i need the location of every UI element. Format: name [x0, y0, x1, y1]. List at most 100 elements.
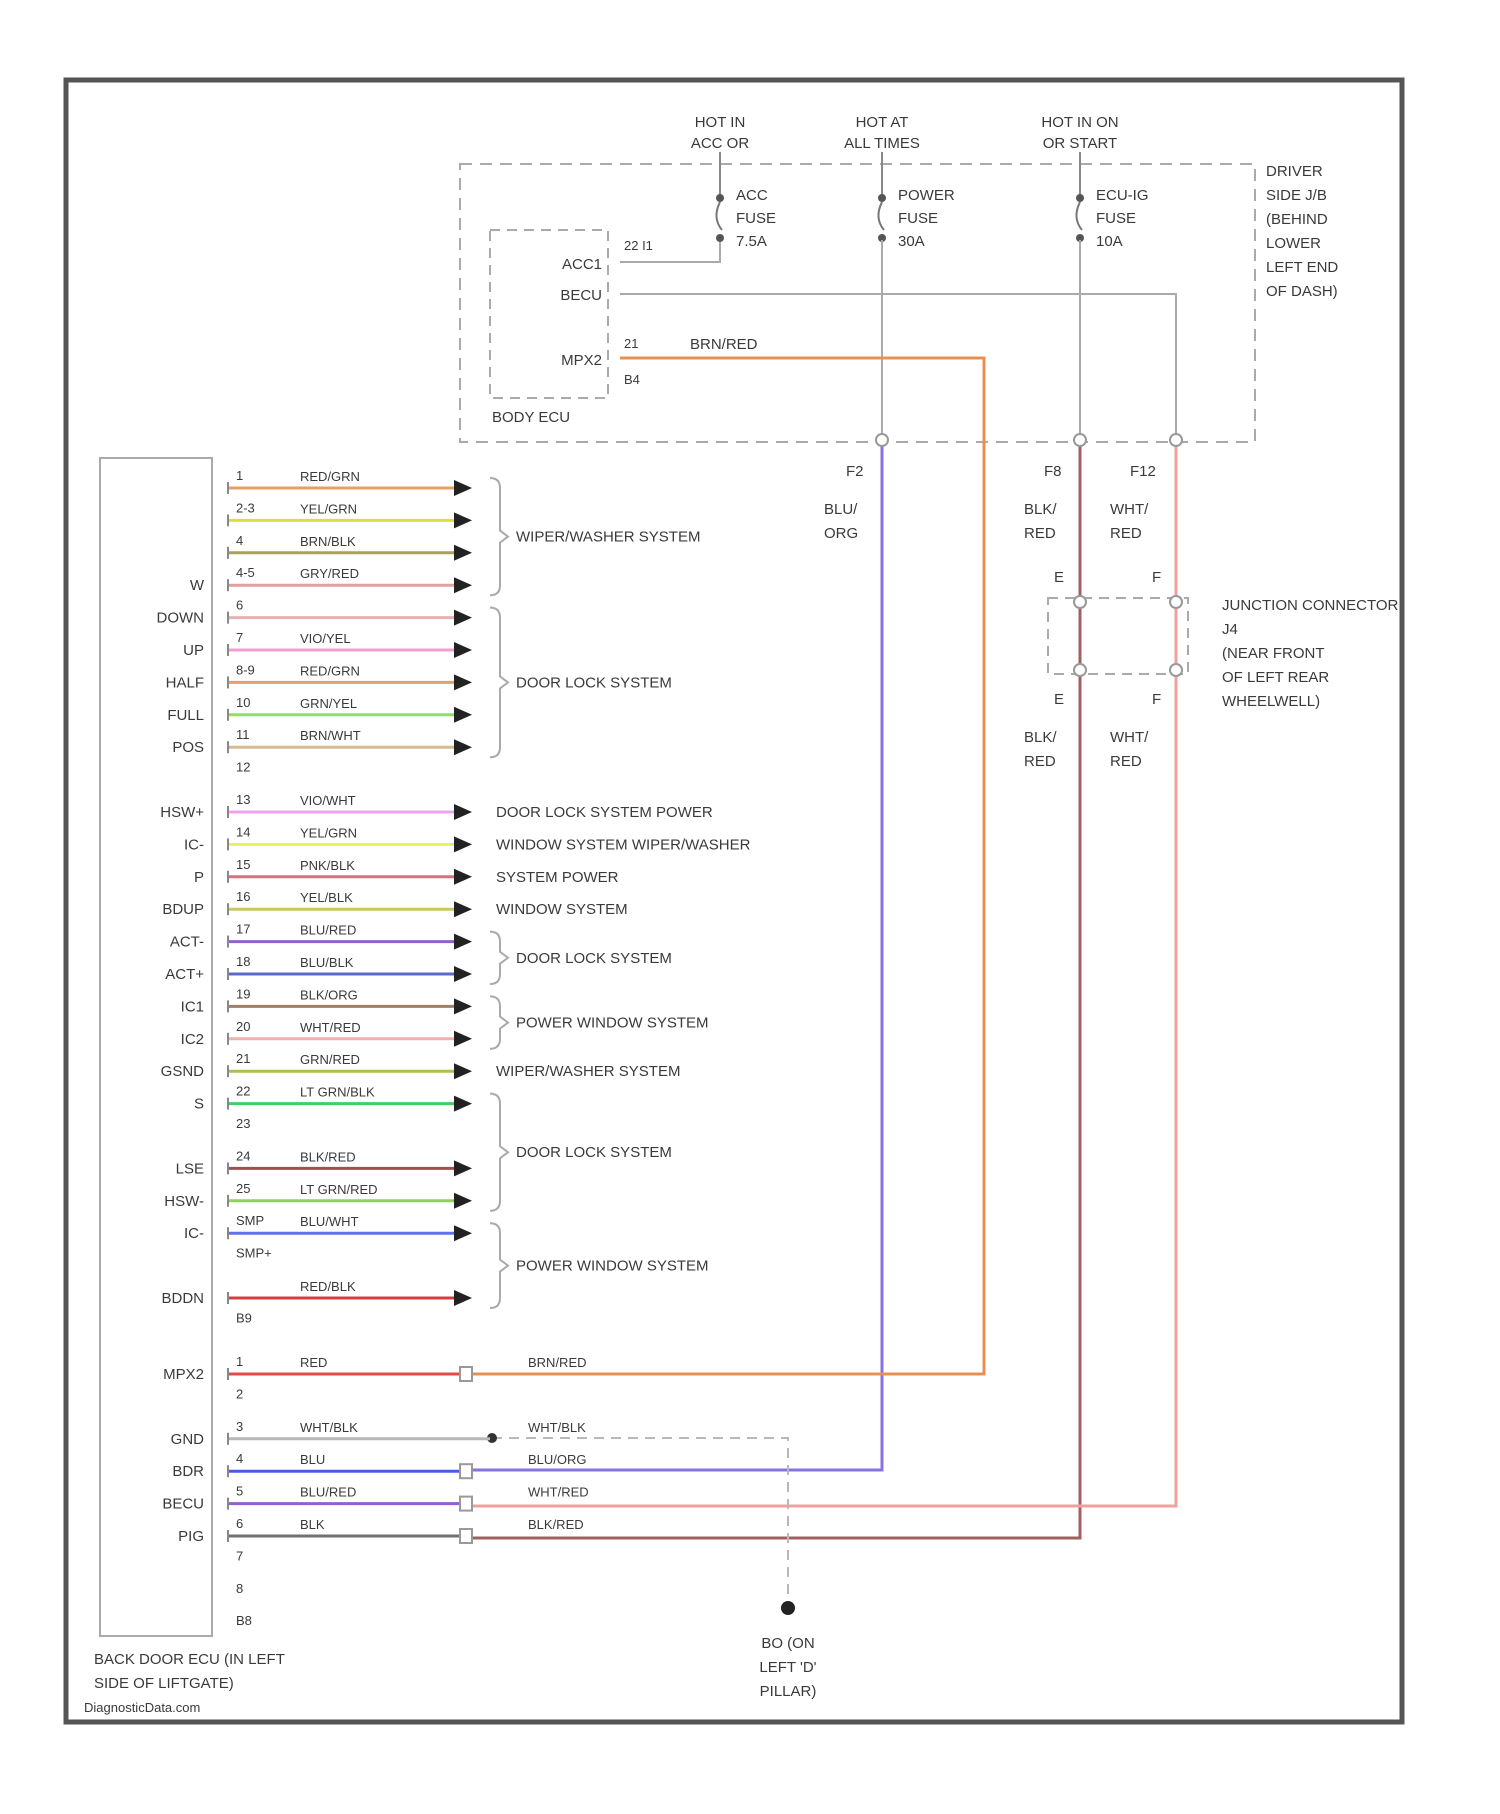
- row-pin: B9: [236, 1310, 252, 1325]
- bottom-row-pin: 6: [236, 1516, 243, 1531]
- bottom-row-1: 2: [236, 1386, 243, 1401]
- body-ecu-pin-acc1-num: 22 I1: [624, 238, 653, 253]
- jb-wire2-line1: BLK/: [1024, 501, 1057, 518]
- row-terminal: S: [194, 1096, 204, 1113]
- ground-point: [781, 1601, 795, 1615]
- row-pin: 19: [236, 986, 250, 1001]
- jb-pin-marker-f2: [876, 434, 888, 446]
- row-pin: 18: [236, 954, 250, 969]
- mpx2-wire-color: BRN/RED: [690, 336, 758, 353]
- group-bracket: [490, 478, 508, 595]
- watermark: DiagnosticData.com: [84, 1700, 200, 1715]
- row-24: SMP+: [236, 1246, 272, 1261]
- bottom-row-wire-left-label: BLK: [300, 1517, 325, 1532]
- group-label: WINDOW SYSTEM WIPER/WASHER: [496, 836, 751, 853]
- group-label: DOOR LOCK SYSTEM POWER: [496, 804, 713, 821]
- row-arrow: [454, 998, 472, 1014]
- ground-line2: LEFT 'D': [759, 1659, 816, 1676]
- group-bracket: [490, 996, 508, 1048]
- group-g2: DOOR LOCK SYSTEM: [490, 608, 672, 758]
- j4-line3: (NEAR FRONT: [1222, 645, 1325, 662]
- row-wire-color: YEL/BLK: [300, 890, 353, 905]
- row-pin: 17: [236, 922, 250, 937]
- row-9: 12: [236, 760, 250, 775]
- row-pin: 6: [236, 598, 243, 613]
- group-label: WIPER/WASHER SYSTEM: [516, 529, 700, 546]
- row-pin: 23: [236, 1116, 250, 1131]
- row-arrow: [454, 512, 472, 528]
- row-terminal: BDUP: [162, 901, 204, 918]
- row-arrow: [454, 934, 472, 950]
- jb-wire1-line2: ORG: [824, 525, 858, 542]
- bottom-row-pin: B8: [236, 1613, 252, 1628]
- row-pin: 25: [236, 1181, 250, 1196]
- row-arrow: [454, 804, 472, 820]
- source-all-line1: HOT AT: [856, 114, 909, 131]
- row-11: 14IC-YEL/GRN: [184, 824, 472, 853]
- junction-connector-box: [1048, 598, 1188, 674]
- bottom-row-wire-left-label: WHT/BLK: [300, 1420, 358, 1435]
- jb-line5: LEFT END: [1266, 259, 1338, 276]
- body-ecu-pin-acc1: ACC1: [562, 256, 602, 273]
- bottom-row-connector: [460, 1464, 472, 1478]
- row-arrow: [454, 901, 472, 917]
- bottom-row-5: 6PIGBLKBLK/RED: [178, 1516, 583, 1545]
- row-pin: 20: [236, 1019, 250, 1034]
- row-terminal: IC-: [184, 836, 204, 853]
- bottom-row-terminal: PIG: [178, 1528, 204, 1545]
- row-26: B9: [236, 1310, 252, 1325]
- fuse-power-line1: POWER: [898, 187, 955, 204]
- row-terminal: IC2: [181, 1031, 204, 1048]
- row-arrow: [454, 1290, 472, 1306]
- row-terminal: HSW-: [164, 1193, 204, 1210]
- row-wire-color: BRN/BLK: [300, 534, 356, 549]
- source-on-line1: HOT IN ON: [1041, 114, 1118, 131]
- junction-connector-label: JUNCTION CONNECTOR J4 (NEAR FRONT OF LEF…: [1222, 597, 1399, 710]
- bottom-row-pin: 2: [236, 1386, 243, 1401]
- group-g6: WINDOW SYSTEM: [496, 901, 628, 918]
- row-pin: 24: [236, 1148, 250, 1163]
- j4-line1: JUNCTION CONNECTOR: [1222, 597, 1399, 614]
- j4-wire-below1-line2: RED: [1024, 753, 1056, 770]
- row-arrow: [454, 869, 472, 885]
- row-arrow: [454, 966, 472, 982]
- fuse-acc-line3: 7.5A: [736, 233, 767, 250]
- j4-pin-top-e: E: [1054, 569, 1064, 586]
- bottom-row-pin: 3: [236, 1419, 243, 1434]
- j4-line5: WHEELWELL): [1222, 693, 1320, 710]
- row-18: 21GSNDGRN/RED: [161, 1051, 472, 1080]
- row-pin: 15: [236, 857, 250, 872]
- j4-marker-bottom-f: [1170, 664, 1182, 676]
- row-terminal: GSND: [161, 1063, 205, 1080]
- row-arrow: [454, 1160, 472, 1176]
- group-g10: DOOR LOCK SYSTEM: [490, 1094, 672, 1211]
- group-label: DOOR LOCK SYSTEM: [516, 674, 672, 691]
- jb-pin-marker-f12: [1170, 434, 1182, 446]
- row-pin: 1: [236, 468, 243, 483]
- row-13: 16BDUPYEL/BLK: [162, 889, 472, 918]
- jb-pin-f12: F12: [1130, 463, 1156, 480]
- ground-line1: BO (ON: [761, 1635, 814, 1652]
- row-arrow: [454, 577, 472, 593]
- jb-wire1-line1: BLU/: [824, 501, 858, 518]
- row-wire-color: BRN/WHT: [300, 728, 361, 743]
- group-g1: WIPER/WASHER SYSTEM: [490, 478, 700, 595]
- bottom-row-wire-left-label: RED: [300, 1355, 327, 1370]
- body-ecu-pin-becu: BECU: [560, 287, 602, 304]
- row-terminal: ACT-: [170, 934, 204, 951]
- source-all-times: HOT AT ALL TIMES: [844, 114, 920, 152]
- row-arrow: [454, 836, 472, 852]
- back-ecu-label2: SIDE OF LIFTGATE): [94, 1675, 234, 1692]
- row-20: 23: [236, 1116, 250, 1131]
- row-wire-color: GRN/YEL: [300, 696, 357, 711]
- row-terminal: FULL: [167, 707, 204, 724]
- bottom-row-6: 7: [236, 1548, 243, 1563]
- bottom-row-connector: [460, 1529, 472, 1543]
- bottom-row-connector: [460, 1497, 472, 1511]
- group-bracket: [490, 608, 508, 758]
- jb-pin-marker-f8: [1074, 434, 1086, 446]
